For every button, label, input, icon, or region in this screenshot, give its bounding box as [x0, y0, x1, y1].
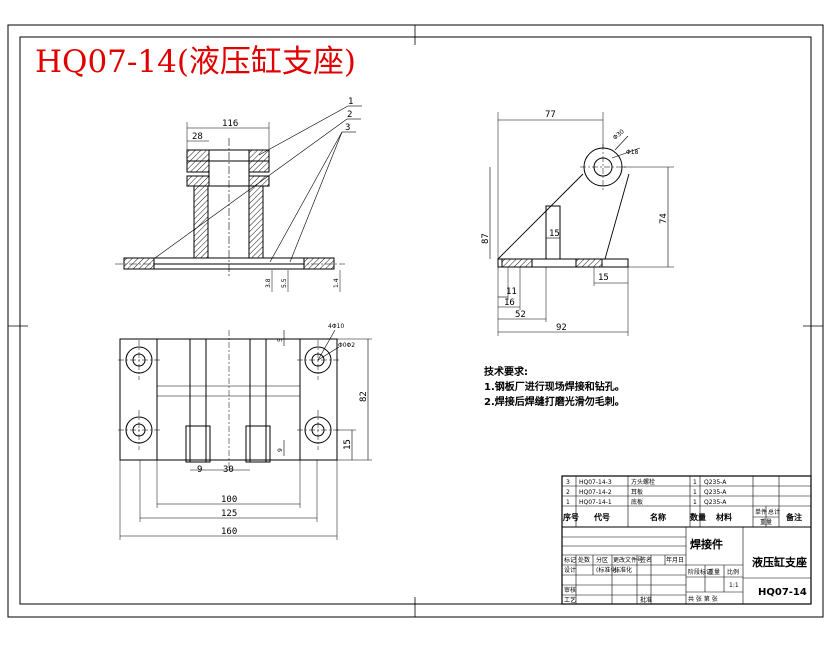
top-view [118, 329, 372, 540]
part-row-code: HQ07-14-2 [579, 489, 612, 496]
side-dim-hole-outer: Φ30 [612, 128, 626, 141]
scale-value: 1:1 [729, 582, 739, 589]
notes-heading: 技术要求: [484, 365, 528, 378]
label-date: 年月日 [666, 556, 684, 564]
front-dim-h3: 1.4 [333, 278, 340, 288]
part-row-name: 底板 [631, 498, 643, 506]
outer-frame [7, 24, 824, 618]
header-remark: 备注 [785, 512, 802, 522]
part-row-mat: Q235-A [704, 489, 727, 496]
front-dim-h2: 5.5 [281, 278, 288, 288]
label-approve: 批准 [640, 596, 652, 604]
side-dim-52: 52 [515, 310, 526, 320]
label-count: 处数 [578, 556, 590, 564]
balloon-1: 1 [348, 97, 353, 107]
part-row-mat: Q235-A [704, 479, 727, 486]
front-dim-28: 28 [192, 132, 203, 142]
header-code: 代号 [593, 512, 610, 522]
label-sign: 签名 [640, 556, 652, 564]
notes-line-1: 1.钢板厂进行现场焊接和钻孔。 [484, 380, 625, 393]
side-dim-16: 16 [504, 298, 515, 308]
side-dim-87: 87 [481, 233, 491, 244]
part-row-no: 1 [566, 499, 570, 506]
header-weight: 重量 [760, 518, 772, 526]
side-dim-hole-inner: Φ18 [626, 149, 639, 156]
side-dim-15-foot: 15 [598, 273, 609, 283]
label-review: 审核 [564, 586, 576, 594]
top-dim-100: 100 [221, 495, 237, 505]
front-view [115, 105, 362, 292]
balloon-3: 3 [345, 123, 350, 133]
revision-labels: 标记 处数 分区 更改文件号 签名 年月日 设计 (标准化) 标准化 审核 工艺… [564, 556, 739, 604]
drawing-number: HQ07-14 [758, 587, 807, 598]
balloon-2: 2 [347, 110, 352, 120]
top-dim-4phi10: 4Φ10 [328, 323, 344, 330]
parts-header: 序号 代号 名称 数量 材料 单件 总计 重量 备注 [563, 508, 802, 526]
part-row-code: HQ07-14-3 [579, 479, 612, 486]
label-standard: 标准化 [614, 566, 632, 574]
front-dim-116: 116 [222, 119, 238, 129]
label-std-check: (标准化) [596, 566, 619, 574]
top-dim-phi0phi2: Φ0Φ2 [338, 342, 355, 349]
header-qty: 数量 [690, 512, 706, 522]
drawing-title: HQ07-14(液压缸支座) [35, 44, 356, 80]
label-design: 设计 [564, 566, 576, 574]
top-dim-82: 82 [359, 391, 369, 402]
label-weight: 重量 [708, 568, 720, 576]
part-name: 液压缸支座 [752, 555, 807, 569]
part-row-name: 耳板 [631, 488, 643, 496]
part-row-no: 3 [566, 479, 570, 486]
label-craft: 工艺 [564, 596, 576, 604]
top-dim-9: 9 [197, 465, 202, 475]
inner-frame [19, 36, 812, 605]
top-dim-15: 15 [343, 439, 353, 450]
part-row-qty: 1 [693, 479, 697, 486]
part-row-mat: Q235-A [704, 499, 727, 506]
top-dim-160: 160 [221, 527, 237, 537]
part-row-qty: 1 [693, 499, 697, 506]
top-dim-9-vert: 9 [277, 448, 284, 452]
front-dim-h1: 3.8 [265, 278, 272, 288]
header-mat: 材料 [716, 512, 732, 522]
side-dim-15-wall: 15 [549, 229, 560, 239]
top-dim-125: 125 [221, 509, 237, 519]
centering-marks [8, 25, 823, 617]
top-dim-30: 30 [223, 465, 234, 475]
parts-list: 3 HQ07-14-3 方头螺栓 1 Q235-A 2 HQ07-14-2 耳板… [566, 478, 727, 506]
label-ratio: 比例 [727, 568, 739, 576]
part-row-no: 2 [566, 489, 570, 496]
side-dim-92: 92 [556, 323, 567, 333]
side-view [489, 112, 674, 336]
side-dim-11: 11 [506, 287, 517, 297]
label-zone: 分区 [596, 556, 608, 564]
label-change-doc: 更改文件号 [613, 556, 643, 564]
part-row-code: HQ07-14-1 [579, 499, 612, 506]
part-row-qty: 1 [693, 489, 697, 496]
header-no: 序号 [563, 512, 579, 522]
notes-line-2: 2.焊接后焊缝打磨光滑勿毛刺。 [484, 395, 625, 408]
label-stage: 阶段标记 [688, 568, 712, 576]
top-dim-5: 5 [277, 338, 284, 342]
side-dim-74: 74 [659, 213, 669, 224]
label-mark: 标记 [564, 556, 576, 564]
header-name: 名称 [650, 512, 666, 522]
side-dim-77: 77 [545, 110, 556, 120]
header-total: 总计 [768, 508, 780, 516]
title-block [561, 475, 812, 605]
weldment-label: 焊接件 [690, 537, 723, 551]
label-sheets: 共 张 第 张 [688, 595, 718, 603]
header-unit: 单件 [755, 508, 767, 516]
part-row-name: 方头螺栓 [631, 478, 655, 486]
